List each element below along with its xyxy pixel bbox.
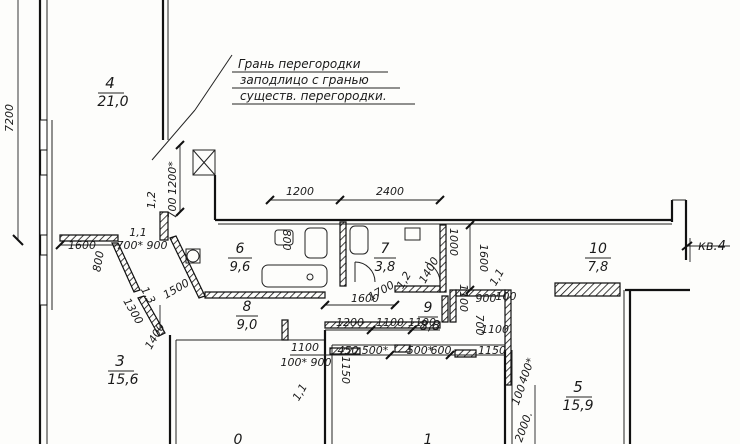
note-line-3: существ. перегородки.: [240, 89, 387, 103]
new-partitions: [59, 211, 621, 386]
room-3-area: 15,6: [107, 372, 138, 388]
room-8-area: 9,0: [237, 318, 258, 333]
dim-1100-c: 1100: [291, 341, 319, 354]
door-swing-9: [424, 261, 441, 286]
dim-1100-vertical: 1100: [457, 284, 470, 312]
dim-1600-left: 1600: [68, 239, 96, 252]
dim-800-b: 800: [280, 230, 293, 251]
room-labels: 4 21,0 3 15,6 5 15,9 6 9,6 7 3,8 8 9,0 9…: [97, 74, 611, 444]
dim-1600-mid: 1600: [351, 292, 379, 305]
ventilation-shaft: [192, 149, 216, 176]
room-7-number: 7: [381, 241, 390, 257]
room-10-number: 10: [589, 241, 607, 257]
dim-1200-b: 1200: [336, 316, 364, 329]
room-5-number: 5: [573, 378, 583, 396]
dim-1200-vertical: 1200*: [166, 161, 179, 195]
dim-1000: 1000: [447, 228, 460, 256]
dim-400: 400*: [516, 356, 537, 386]
sink-7: [404, 227, 421, 241]
bathtub: [261, 264, 328, 288]
dim-800: 800: [90, 250, 106, 273]
dim-900-c: 100* 900: [281, 356, 332, 369]
dim-1400-b: 1400: [416, 255, 441, 286]
dim-1500: 1500: [161, 276, 192, 301]
room-8-number: 8: [243, 299, 252, 315]
dim-700-b: 700: [473, 315, 486, 336]
dim-1-1: 1,1: [129, 226, 147, 239]
dim-100: 100: [496, 290, 517, 303]
dimension-lines: [12, 0, 730, 444]
room-7-area: 3,8: [375, 260, 396, 275]
note-line-2: заподлицо с гранью: [240, 73, 369, 87]
dim-2000: 2000.: [512, 410, 535, 444]
dim-1100-d: 1100: [481, 323, 509, 336]
dim-900-b: 900: [476, 292, 497, 305]
dim-1150: 1150: [339, 356, 352, 384]
partition-note: Грань перегородки заподлицо с гранью сущ…: [232, 57, 415, 105]
room-3-number: 3: [115, 352, 125, 370]
sink-6: [274, 229, 294, 246]
room-0-number: 0: [234, 432, 243, 444]
dim-1600-vertical: 1600: [477, 244, 490, 272]
dim-1150-b: 1150: [478, 344, 506, 357]
dim-7200: 7200: [3, 104, 16, 132]
dim-600: 600: [431, 344, 452, 357]
dim-1100-a: 1100: [376, 316, 404, 329]
dim-500: 500*: [362, 344, 389, 357]
dim-1400: 1400: [142, 321, 167, 352]
apartment-4-label: кв.4: [698, 239, 726, 254]
room-9-number: 9: [424, 300, 433, 316]
dimension-labels: 7200 1200 2400 1200* 700 1,2 1600 800 1,…: [3, 104, 726, 444]
room-10-area: 7,8: [588, 260, 609, 275]
dim-2400: 2400: [376, 185, 404, 198]
door-swing-7: [354, 261, 376, 283]
outer-walls: [38, 0, 690, 444]
room-4-number: 4: [105, 74, 115, 92]
dim-500-b: 500*: [407, 344, 434, 357]
toilet-6: [304, 227, 328, 259]
dim-1200-top: 1200: [286, 185, 314, 198]
dim-1-2-a: 1,2: [145, 191, 158, 209]
dim-1100-b: 1100: [408, 316, 436, 329]
dim-450: 450: [338, 344, 359, 357]
room-5-area: 15,9: [562, 398, 593, 414]
toilet-7: [349, 225, 369, 255]
dim-1-1-c: 1,1: [290, 381, 310, 403]
dim-700: 700: [166, 198, 179, 219]
dim-900: 700* 900: [117, 239, 168, 252]
note-line-1: Грань перегородки: [238, 57, 361, 71]
room-4-area: 21,0: [97, 94, 128, 110]
sink-corridor: [186, 249, 200, 263]
room-9-area: 8,8: [420, 319, 441, 334]
room-6-number: 6: [236, 241, 245, 257]
room-1-number: 1: [424, 432, 433, 444]
room-6-area: 9,6: [230, 260, 251, 275]
fixtures: [151, 54, 441, 288]
